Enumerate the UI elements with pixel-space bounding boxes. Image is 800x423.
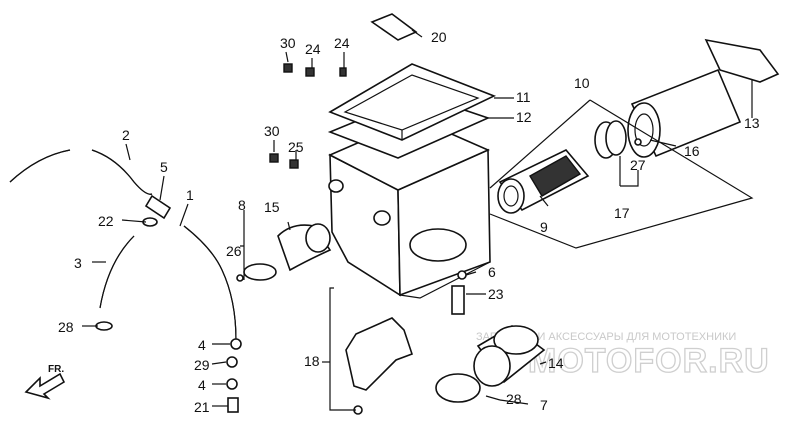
label-12: 11: [516, 89, 531, 105]
label-16: 15: [264, 199, 280, 215]
label-5: 5: [160, 159, 168, 175]
label-13: 12: [516, 109, 532, 125]
label-29: 28: [506, 391, 522, 407]
leader-lines: [82, 29, 754, 411]
label-30-top: 30: [280, 35, 296, 51]
front-direction-label: FR.: [48, 364, 64, 375]
label-26: 29: [194, 357, 210, 373]
tube-joint: [144, 194, 172, 220]
label-2: 2: [122, 127, 130, 143]
label-8: 8: [238, 197, 246, 213]
label-17: 16: [684, 143, 700, 159]
label-15: 14: [548, 355, 564, 371]
label-7: 7: [540, 397, 548, 413]
label-3: 3: [74, 255, 82, 271]
label-18: 17: [614, 205, 630, 221]
label-9: 18: [304, 353, 320, 369]
label-24-top: 24: [305, 41, 321, 57]
cover-seal: [370, 13, 418, 41]
front-direction-arrow: FR.: [24, 364, 66, 400]
label-14: 13: [744, 115, 760, 131]
label-1: 1: [186, 187, 194, 203]
hose-3: [99, 235, 135, 309]
air-cleaner-case: [328, 117, 491, 299]
carburetor-joint: [435, 325, 546, 403]
connecting-tube: [243, 223, 332, 281]
label-4-lower: 4: [198, 377, 206, 393]
label-24-mid: 25: [288, 139, 304, 155]
label-21: 22: [98, 213, 114, 229]
label-25: 28: [58, 319, 74, 335]
case-cover: [328, 63, 497, 141]
label-20: 23: [488, 286, 504, 302]
watermark-caption: ЗАПЧАСТИ И АКСЕССУАРЫ ДЛЯ МОТОТЕХНИКИ: [476, 331, 736, 343]
element-clamps: [594, 120, 627, 159]
hardware: [95, 63, 642, 415]
label-30-mid: 30: [264, 123, 280, 139]
breather-tube: [9, 149, 153, 195]
watermark-brand: MOTOFOR.RU: [528, 342, 770, 380]
label-28: 27: [630, 157, 646, 173]
label-10: 9: [540, 219, 548, 235]
label-6: 6: [488, 264, 496, 280]
element-assembly: [497, 38, 780, 214]
protector-cover: [345, 317, 414, 391]
label-23: 24: [334, 35, 350, 51]
part-labels: 20 30 24 24 11 12 10 13 16 27 17 9 30 25…: [58, 29, 760, 415]
label-11: 10: [574, 75, 590, 91]
label-19: 21: [194, 399, 210, 415]
label-27: 26: [226, 243, 242, 259]
label-4-upper: 4: [198, 337, 206, 353]
label-22: 20: [431, 29, 447, 45]
